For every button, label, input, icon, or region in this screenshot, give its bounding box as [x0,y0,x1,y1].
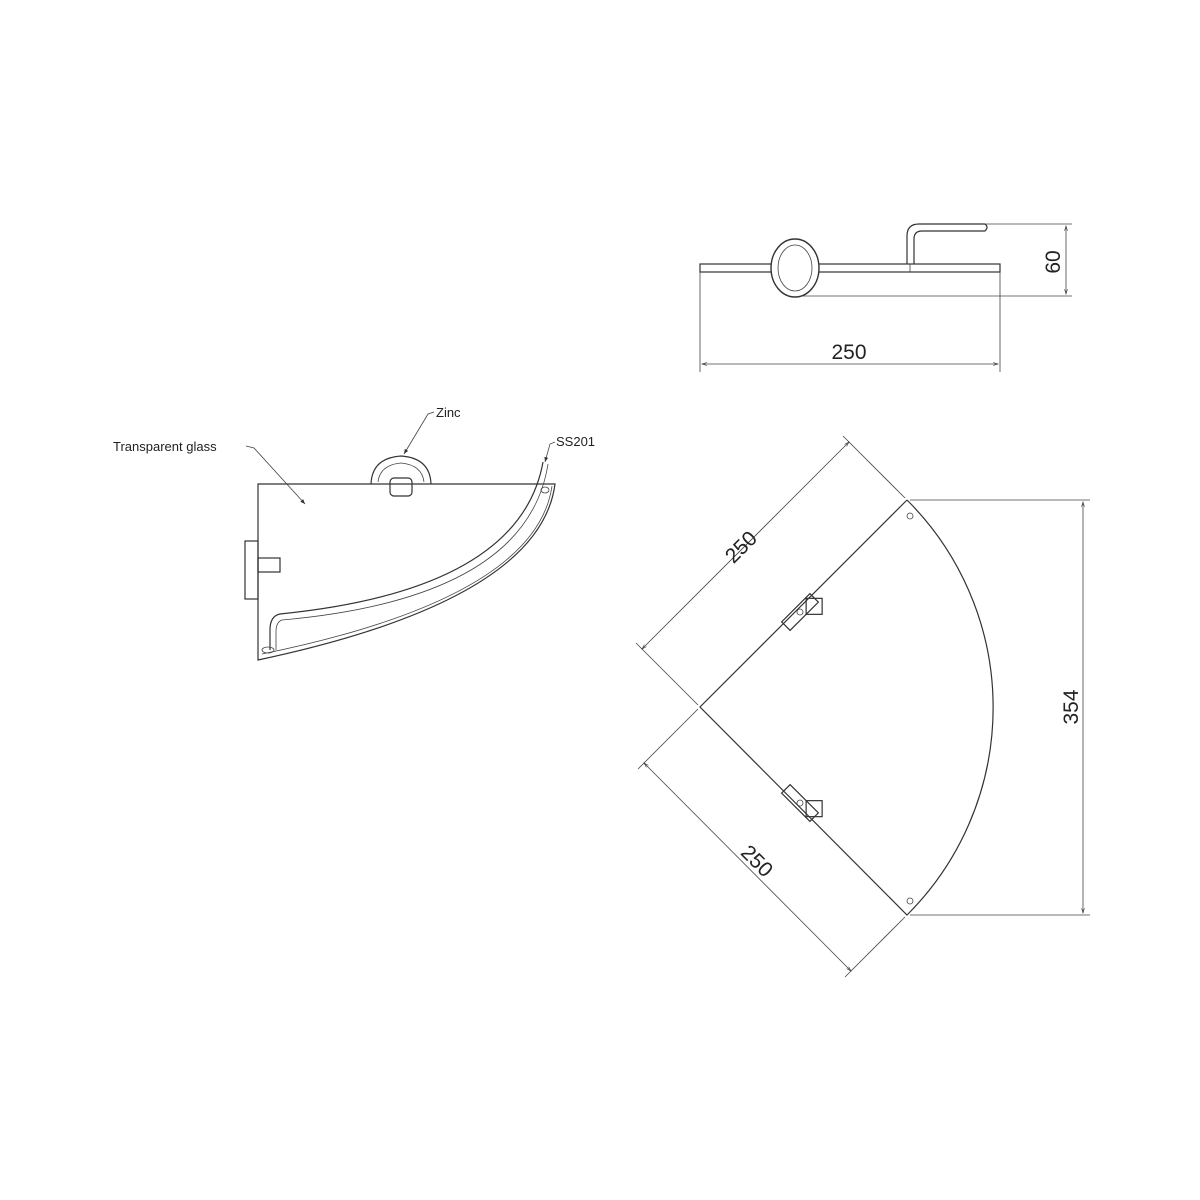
dim-chord-354: 354 [1060,689,1083,724]
plan-view: 354 250 250 [635,435,1090,978]
zinc-knob-ring [770,238,820,298]
label-ss201: SS201 [556,434,595,449]
dim-height-60: 60 [1042,250,1065,273]
bracket-lower [780,783,823,823]
zinc-knob [370,455,432,485]
shelf-plate [699,263,1001,273]
ss-rail [269,461,544,650]
label-transparent-glass: Transparent glass [113,439,217,454]
side-view: Transparent glass Zinc SS201 [113,405,595,661]
rail-bracket [906,223,988,264]
dim-edge-lower-250: 250 [736,841,777,882]
bracket-upper [780,592,823,632]
dim-width-250: 250 [831,341,866,364]
elevation-view: 60 250 [699,223,1072,372]
quarter-circle-glass [699,499,994,916]
wall-plate [244,540,259,600]
glass-panel [257,483,556,661]
label-zinc: Zinc [436,405,461,420]
dim-edge-upper-250: 250 [721,527,762,568]
wall-peg [257,557,281,573]
